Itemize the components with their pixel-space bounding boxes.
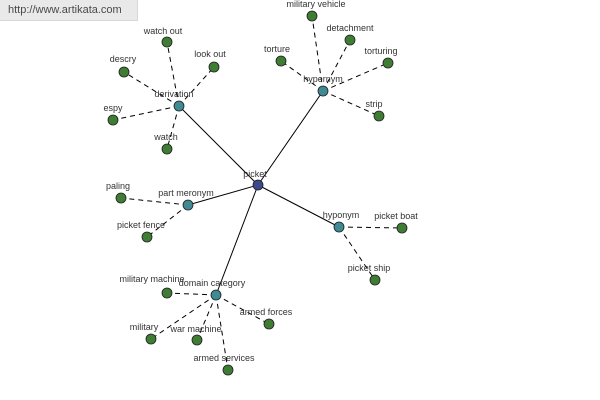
edge-hypernym-to-military-vehicle [311, 15, 324, 92]
word-label-armed-forces: armed forces [240, 307, 293, 317]
edge-part-meronym-to-paling [120, 197, 189, 206]
edge-derivation-to-descry [123, 71, 180, 107]
labels-layer: military vehicle detachment torture torturi… [103, 0, 418, 363]
word-node-watch[interactable] [161, 143, 173, 155]
relation-label-hyponym: hyponym [323, 210, 360, 220]
word-node-picket-ship[interactable] [369, 274, 381, 286]
word-node-watch-out[interactable] [161, 36, 173, 48]
edge-domain-category-to-armed-forces [215, 294, 270, 325]
relation-label-part-meronym: part meronym [158, 188, 214, 198]
word-node-torture[interactable] [275, 55, 287, 67]
edge-hypernym-to-torturing [322, 62, 389, 92]
word-label-torture: torture [264, 44, 290, 54]
relation-node-domain-category[interactable] [210, 289, 222, 301]
edge-derivation-to-watch [166, 105, 180, 150]
word-label-picket-boat: picket boat [374, 211, 418, 221]
edge-derivation-to-espy [112, 105, 180, 121]
edge-hyponym-to-picket-ship [338, 226, 376, 281]
word-label-armed-services: armed services [193, 353, 255, 363]
edge-derivation-to-watch-out [166, 41, 180, 107]
edge-domain-category-to-war-machine [196, 294, 217, 341]
word-label-watch: watch [153, 132, 178, 142]
word-node-armed-forces[interactable] [263, 318, 275, 330]
relation-node-hyponym[interactable] [333, 221, 345, 233]
word-label-look-out: look out [194, 49, 226, 59]
word-node-torturing[interactable] [382, 57, 394, 69]
edge-domain-category-to-military-machine [166, 292, 217, 296]
word-node-military[interactable] [145, 333, 157, 345]
relation-node-hypernym[interactable] [317, 85, 329, 97]
edge-center-to-derivation [178, 105, 259, 186]
word-node-look-out[interactable] [208, 61, 220, 73]
edge-hyponym-to-picket-boat [338, 226, 403, 229]
word-label-descry: descry [110, 54, 137, 64]
word-label-detachment: detachment [326, 23, 374, 33]
word-node-picket-boat[interactable] [396, 222, 408, 234]
word-node-descry[interactable] [118, 66, 130, 78]
site-url-banner: http://www.artikata.com [0, 0, 138, 21]
center-node-picket[interactable] [252, 179, 264, 191]
word-node-detachment[interactable] [344, 34, 356, 46]
nodes-layer [107, 10, 408, 376]
site-url-text: http://www.artikata.com [8, 4, 122, 16]
relation-node-derivation[interactable] [173, 100, 185, 112]
word-label-strip: strip [365, 99, 382, 109]
edge-center-to-part-meronym [187, 184, 259, 206]
edge-hypernym-to-strip [322, 90, 380, 117]
relation-label-derivation: derivation [154, 89, 193, 99]
edge-center-to-hyponym [257, 184, 340, 228]
edge-center-to-hypernym [257, 90, 324, 186]
word-node-military-vehicle[interactable] [306, 10, 318, 22]
edge-domain-category-to-military [150, 294, 217, 340]
word-label-torturing: torturing [364, 46, 397, 56]
word-label-military: military [130, 322, 159, 332]
edge-hypernym-to-detachment [322, 39, 351, 92]
relation-node-part-meronym[interactable] [182, 199, 194, 211]
word-label-picket-ship: picket ship [348, 263, 391, 273]
word-node-picket-fence[interactable] [141, 231, 153, 243]
word-label-war-machine: war machine [169, 324, 221, 334]
relation-label-hypernym: hypernym [303, 74, 343, 84]
word-label-military-vehicle: military vehicle [286, 0, 345, 9]
word-node-war-machine[interactable] [191, 334, 203, 346]
center-label: picket [243, 169, 267, 179]
word-label-military-machine: military machine [119, 274, 184, 284]
relation-label-domain-category: domain category [179, 278, 246, 288]
edge-center-to-domain-category [215, 184, 259, 296]
word-node-strip[interactable] [373, 110, 385, 122]
word-label-paling: paling [106, 181, 130, 191]
word-label-watch-out: watch out [143, 26, 183, 36]
edges-layer [112, 15, 403, 371]
word-label-picket-fence: picket fence [117, 220, 165, 230]
word-node-military-machine[interactable] [161, 287, 173, 299]
word-label-espy: espy [103, 103, 123, 113]
edge-domain-category-to-armed-services [215, 294, 229, 371]
word-node-espy[interactable] [107, 114, 119, 126]
word-node-armed-services[interactable] [222, 364, 234, 376]
edge-derivation-to-look-out [178, 66, 215, 107]
word-node-paling[interactable] [115, 192, 127, 204]
